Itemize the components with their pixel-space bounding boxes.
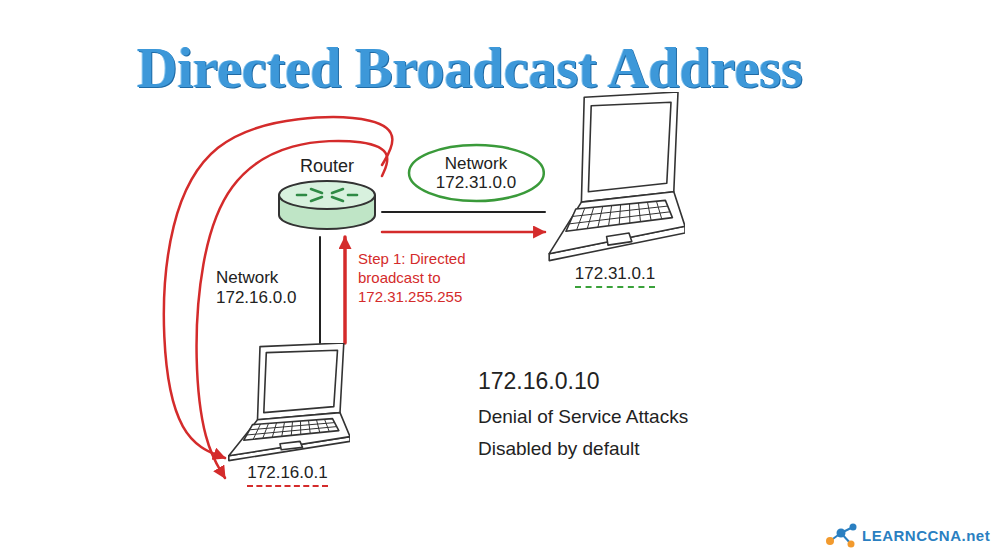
laptop-base <box>549 192 685 254</box>
laptop-screen <box>258 343 344 420</box>
laptop-touchpad <box>280 441 303 449</box>
router-arrow <box>311 189 322 193</box>
laptop-key-col <box>656 201 661 219</box>
note-text: 172.16.0.10 <box>478 368 600 394</box>
watermark: LEARNCCNA.net <box>862 527 990 544</box>
router-arrow <box>297 194 306 197</box>
device-label: Router <box>300 156 354 177</box>
address-wrap: 172.16.0.1 <box>225 463 350 487</box>
laptop-touchpad <box>607 233 632 245</box>
router-arrow <box>311 197 322 201</box>
laptop-key-col <box>609 206 612 226</box>
broadcast-arrow <box>197 141 388 478</box>
broadcast-arrow <box>382 231 545 234</box>
laptop-key-col <box>325 419 330 431</box>
laptop-key-col <box>282 422 285 436</box>
logo-icon <box>824 519 860 551</box>
laptop-keyboard <box>244 419 339 441</box>
title-text: Directed Broadcast Address <box>137 36 803 100</box>
laptop-key-col <box>629 204 630 223</box>
network-address: Network 172.31.0.0 <box>428 154 524 192</box>
router-arrow <box>348 194 357 197</box>
note-text: Disabled by default <box>478 438 640 460</box>
step-label: Step 1: Directed broadcast to 172.31.255… <box>358 250 518 306</box>
ip-address: 172.31.0.1 <box>575 264 655 288</box>
laptop-key-col <box>598 206 603 227</box>
laptop-icon <box>545 92 685 264</box>
router-arrow <box>332 197 343 201</box>
laptop-keyboard <box>566 200 672 231</box>
note-text: Denial of Service Attacks <box>478 406 688 428</box>
address-wrap: 172.31.0.1 <box>545 264 685 288</box>
laptop-key-col <box>309 420 311 433</box>
laptop-icon <box>225 343 350 463</box>
router-icon <box>272 177 382 237</box>
laptop-key-col <box>647 202 651 220</box>
ellipse-shape <box>409 145 544 201</box>
laptop-key-col <box>291 422 292 436</box>
network-label: Network 172.16.0.0 <box>216 268 312 307</box>
router-node: Router <box>272 156 382 237</box>
title-area: Directed Broadcast Address <box>40 36 900 100</box>
laptop-screen <box>581 92 678 202</box>
laptop-key-col <box>263 423 269 438</box>
laptop-key-col <box>317 420 320 433</box>
laptop-key-col <box>253 424 260 439</box>
ip-address: 172.16.0.1 <box>247 463 327 487</box>
laptop-display <box>264 350 338 412</box>
network-link <box>319 237 321 343</box>
laptop-base <box>229 413 350 456</box>
laptop-display <box>588 102 671 192</box>
router-arrow <box>332 189 343 193</box>
laptop-key-col <box>587 207 593 228</box>
laptop-key-col <box>272 423 276 438</box>
laptop-key-col <box>619 205 620 225</box>
router-top <box>279 181 375 209</box>
laptop-key-col <box>639 203 641 222</box>
network-ellipse: Network 172.31.0.0 <box>407 143 546 203</box>
laptop-key-col <box>300 421 301 434</box>
network-link <box>382 211 545 213</box>
laptop-node: 172.31.0.1 <box>545 92 685 288</box>
broadcast-arrow <box>343 237 347 343</box>
laptop-key-col <box>577 208 585 230</box>
laptop-node: 172.16.0.1 <box>225 343 350 487</box>
